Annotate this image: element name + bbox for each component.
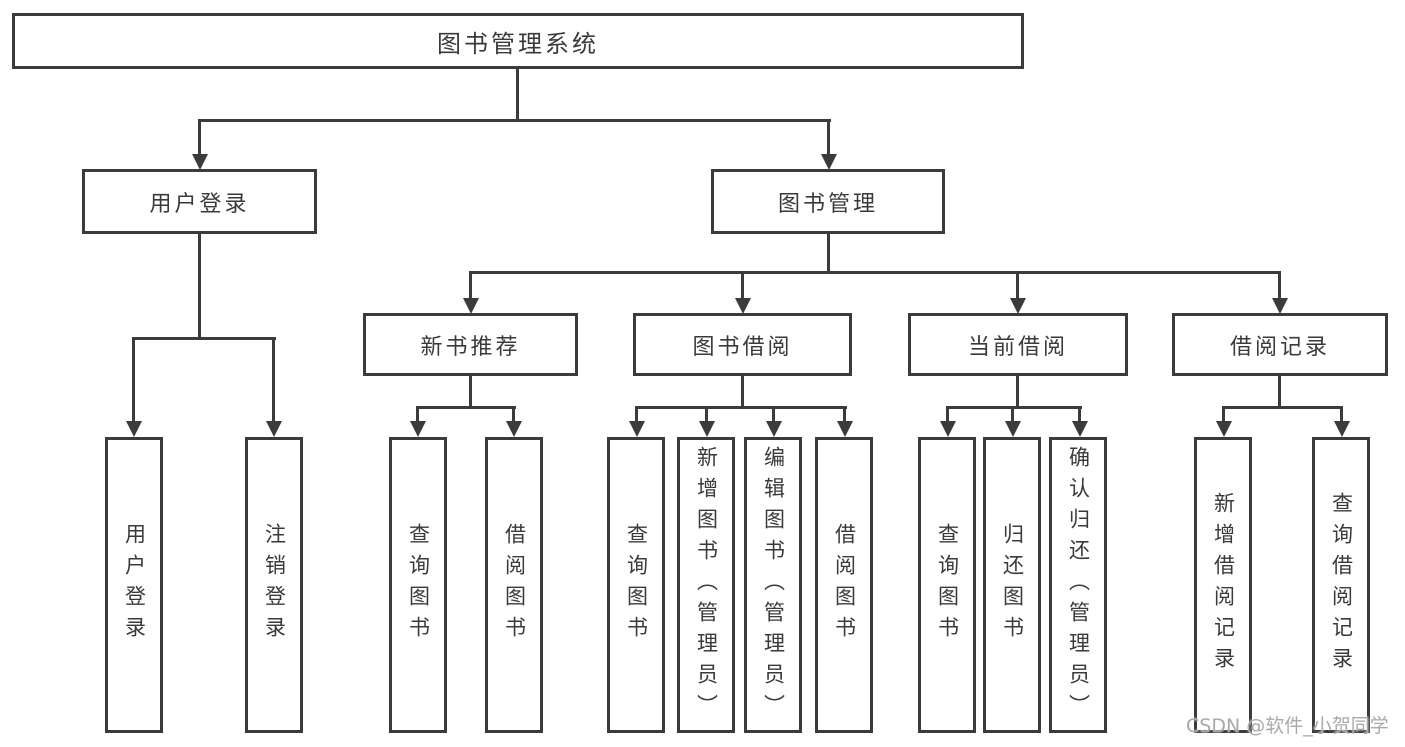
arrow-to-book-borrow (741, 271, 744, 298)
leaf-label: 新增借阅记录 (1211, 492, 1236, 678)
arrow-borrow-borrow (843, 406, 846, 421)
arrow-to-user-login (198, 119, 201, 154)
csdn-watermark: CSDN @软件_小贺同学 (1186, 715, 1389, 737)
node-label: 借阅记录 (1229, 334, 1330, 360)
node-book-management: 图书管理 (711, 169, 945, 234)
node-label: 图书管理系统 (437, 29, 599, 58)
connector-new-book-hline (416, 406, 516, 409)
leaf-current-query-book: 查询图书 (918, 437, 976, 733)
node-label: 新书推荐 (420, 334, 521, 360)
arrow-record-query (1340, 406, 1343, 421)
connector-book-borrow-vline (741, 376, 744, 406)
connector-user-login-hline (132, 337, 276, 340)
leaf-logout: 注销登录 (245, 437, 303, 733)
node-new-book-recommend: 新书推荐 (363, 313, 578, 376)
leaf-user-login: 用户登录 (105, 437, 163, 733)
leaf-label: 编辑图书（管理员） (761, 445, 786, 725)
arrow-record-add (1222, 406, 1225, 421)
arrow-borrow-query (635, 406, 638, 421)
connector-borrow-record-vline (1278, 376, 1281, 406)
leaf-current-confirm-return-admin: 确认归还（管理员） (1049, 437, 1107, 733)
leaf-bookborrow-edit-book-admin: 编辑图书（管理员） (744, 437, 802, 733)
leaf-label: 查询图书 (406, 523, 431, 647)
leaf-newbook-borrow-book: 借阅图书 (485, 437, 543, 733)
arrow-newbook-borrow (512, 406, 515, 421)
leaf-current-return-book: 归还图书 (983, 437, 1041, 733)
leaf-record-add-borrow-record: 新增借阅记录 (1194, 437, 1252, 733)
leaf-label: 归还图书 (1000, 523, 1025, 647)
connector-book-management-vline (827, 234, 830, 271)
arrow-borrow-add (705, 406, 708, 421)
leaf-label: 查询借阅记录 (1329, 492, 1354, 678)
leaf-label: 借阅图书 (502, 523, 527, 647)
leaf-record-query-borrow-record: 查询借阅记录 (1312, 437, 1370, 733)
node-library-management-system: 图书管理系统 (12, 13, 1024, 69)
connector-current-borrow-hline (946, 406, 1082, 409)
arrow-current-confirm (1078, 406, 1081, 421)
arrow-to-leaf-user-login (132, 337, 135, 421)
leaf-label: 注销登录 (262, 523, 287, 647)
arrow-current-return (1011, 406, 1014, 421)
node-user-login: 用户登录 (82, 169, 317, 234)
leaf-label: 确认归还（管理员） (1066, 445, 1091, 725)
connector-borrow-record-hline (1222, 406, 1343, 409)
node-label: 当前借阅 (967, 334, 1068, 360)
arrow-newbook-query (416, 406, 419, 421)
connector-root-vline (516, 69, 519, 119)
arrow-to-borrow-record (1278, 271, 1281, 298)
arrow-borrow-edit (772, 406, 775, 421)
node-current-borrow: 当前借阅 (908, 313, 1128, 376)
arrow-to-current-borrow (1016, 271, 1019, 298)
leaf-label: 借阅图书 (832, 523, 857, 647)
node-label: 用户登录 (149, 191, 250, 217)
node-borrow-record: 借阅记录 (1172, 313, 1388, 376)
connector-current-borrow-vline (1016, 376, 1019, 406)
node-label: 图书借阅 (692, 334, 793, 360)
connector-user-login-vline (198, 234, 201, 337)
leaf-bookborrow-add-book-admin: 新增图书（管理员） (677, 437, 735, 733)
connector-book-borrow-hline (635, 406, 847, 409)
arrow-to-leaf-logout (272, 337, 275, 421)
connector-new-book-vline (469, 376, 472, 406)
connector-book-management-hline (469, 271, 1281, 274)
leaf-bookborrow-query-book: 查询图书 (607, 437, 665, 733)
arrow-to-book-management (827, 119, 830, 154)
node-label: 图书管理 (777, 191, 878, 217)
leaf-label: 查询图书 (624, 523, 649, 647)
leaf-label: 新增图书（管理员） (694, 445, 719, 725)
leaf-newbook-query-book: 查询图书 (389, 437, 447, 733)
leaf-label: 用户登录 (122, 523, 147, 647)
leaf-bookborrow-borrow-book: 借阅图书 (815, 437, 873, 733)
node-book-borrow: 图书借阅 (633, 313, 852, 376)
arrow-current-query (946, 406, 949, 421)
arrow-to-new-book (469, 271, 472, 298)
connector-root-hline (198, 119, 831, 122)
leaf-label: 查询图书 (935, 523, 960, 647)
